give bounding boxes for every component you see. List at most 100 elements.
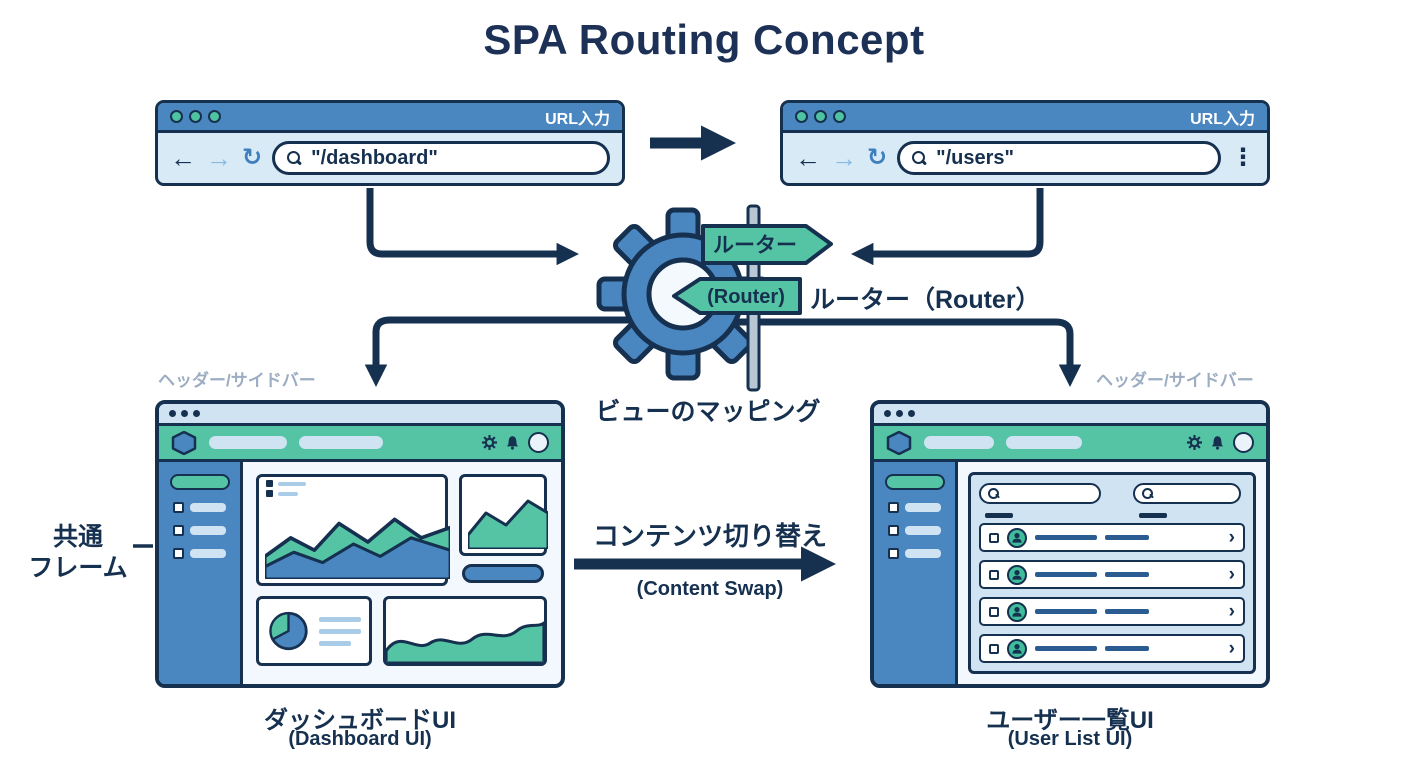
user-avatar (1007, 638, 1027, 659)
router-gear-icon (596, 207, 770, 381)
dashboard-caption-en: (Dashboard UI) (288, 728, 432, 750)
user-row-line (1105, 646, 1149, 651)
router-sign-bottom (672, 277, 802, 315)
checkbox-icon (888, 525, 899, 536)
legend-swatch (266, 490, 273, 497)
userlist-caption-en: (User List UI) (1007, 728, 1133, 750)
content-swap-label-en: (Content Swap) (636, 578, 784, 600)
userlist-window: › › (870, 400, 1270, 688)
checkbox-icon (888, 548, 899, 559)
search-input (979, 483, 1101, 504)
router-sign-top-label: ルーター (713, 234, 797, 257)
router-to-userlist-arrow (700, 318, 1082, 387)
sidebar (874, 462, 958, 684)
area-chart (265, 517, 451, 579)
window-dot (181, 410, 188, 417)
userlist-caption-ja: ユーザー一覧UI (986, 707, 1154, 734)
mini-area-chart (468, 499, 548, 549)
legend-item (266, 480, 445, 487)
browser-titlebar: URL入力 (158, 103, 622, 133)
refresh-icon: ↻ (242, 144, 263, 171)
address-bar: "/dashboard" (272, 141, 610, 175)
user-list-panel: › › (968, 472, 1256, 674)
legend-swatch (266, 480, 273, 487)
header-icons (1187, 432, 1254, 453)
sidebar (159, 462, 243, 684)
sidebar-item (888, 502, 941, 513)
traffic-dot (189, 110, 202, 123)
text-line (319, 640, 351, 646)
sidebar-item (888, 525, 941, 536)
sidebar-active-item (169, 474, 230, 490)
traffic-dot (208, 110, 221, 123)
app-header (874, 426, 1266, 462)
bell-icon (1211, 436, 1224, 450)
window-dot (884, 410, 891, 417)
search-input (1133, 483, 1241, 504)
window-dot (169, 410, 176, 417)
settings-icon (1187, 435, 1202, 450)
traffic-dot (814, 110, 827, 123)
settings-icon (482, 435, 497, 450)
traffic-dot (833, 110, 846, 123)
sidebar-item (173, 525, 226, 536)
user-row-line (1035, 535, 1097, 540)
window-dot (896, 410, 903, 417)
search-icon (1142, 488, 1153, 499)
frame-label-right: ヘッダー/サイドバー (1096, 371, 1254, 390)
content-swap-label-ja: コンテンツ切り替え (592, 521, 827, 551)
sidebar-item (173, 502, 226, 513)
wave-chart-card (383, 596, 547, 666)
chevron-icon: › (1228, 601, 1235, 622)
text-line (319, 616, 361, 622)
frame-label-left: ヘッダー/サイドバー (158, 371, 316, 390)
back-arrow-icon: ← (170, 143, 196, 173)
chevron-icon: › (1228, 638, 1235, 659)
window-body: › › (874, 462, 1266, 684)
browser-bar-dashboard: URL入力 ← → ↻ "/dashboard" (155, 100, 625, 186)
window-dot (908, 410, 915, 417)
pie-wrap (259, 599, 369, 663)
header-icons (482, 432, 549, 453)
avatar (1233, 432, 1254, 453)
sidebar-item-line (905, 503, 941, 512)
checkbox-icon (173, 548, 184, 559)
stats-card (459, 474, 548, 556)
common-frame-line1: 共通 (52, 523, 103, 551)
user-avatar (1007, 601, 1027, 622)
legend-line (278, 491, 298, 496)
person-icon (1012, 643, 1022, 654)
dashboard-content (243, 462, 561, 684)
avatar (528, 432, 549, 453)
row-checkbox (989, 606, 999, 617)
header-nav-pill (1006, 436, 1082, 449)
pie-chart-card (256, 596, 372, 666)
sidebar-item-line (905, 549, 941, 558)
right-browser-to-router-arrow (851, 188, 1044, 266)
url-input-label: URL入力 (545, 110, 610, 128)
forward-arrow-icon: → (831, 143, 857, 173)
sidebar-item-line (190, 503, 226, 512)
window-dot (193, 410, 200, 417)
router-sign-bottom-label: (Router) (707, 286, 785, 308)
sidebar-item-line (905, 526, 941, 535)
sidebar-active-item (884, 474, 945, 490)
checkbox-icon (173, 502, 184, 513)
browser-titlebar: URL入力 (783, 103, 1267, 133)
user-row: › (979, 523, 1245, 552)
refresh-icon: ↻ (867, 144, 888, 171)
dashboard-window (155, 400, 565, 688)
router-sign-top (701, 224, 833, 265)
user-row-line (1035, 609, 1097, 614)
sidebar-item (888, 548, 941, 559)
sidebar-item-line (190, 526, 226, 535)
pie-chart (269, 611, 308, 651)
person-icon (1012, 569, 1022, 580)
pie-legend-lines (319, 616, 361, 646)
view-mapping-label: ビューのマッピング (595, 398, 821, 426)
back-arrow-icon: ← (795, 143, 821, 173)
hexagon-logo-icon (171, 430, 197, 455)
app-header (159, 426, 561, 462)
dashboard-caption-ja: ダッシュボードUI (264, 707, 456, 734)
column-label-dash (1139, 513, 1167, 518)
